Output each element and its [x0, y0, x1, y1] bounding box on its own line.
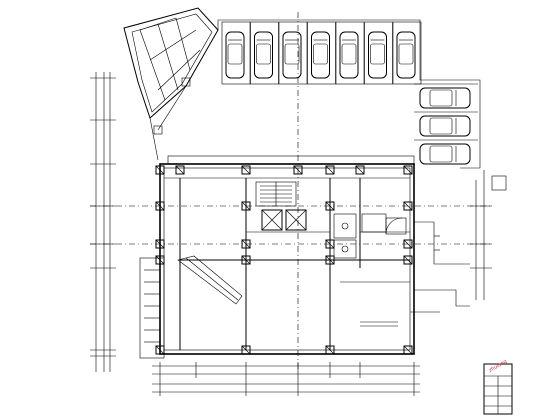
car-parking-space — [364, 21, 393, 85]
column-marker — [403, 239, 413, 249]
column-marker — [241, 255, 251, 265]
column-marker — [155, 255, 165, 265]
parking-area — [217, 19, 481, 169]
column-marker — [403, 201, 413, 211]
column-marker — [325, 255, 335, 265]
ramp — [177, 255, 243, 305]
column-marker — [325, 165, 335, 175]
column-marker — [355, 165, 365, 175]
car-parking-space — [414, 139, 478, 165]
car-parking-space — [414, 111, 478, 137]
entrance-canopy — [123, 7, 219, 161]
column-marker — [241, 239, 251, 249]
dimension-chain-left — [90, 72, 116, 372]
column-marker — [241, 345, 251, 355]
car-parking-space — [307, 21, 336, 85]
watermark-stamp: zhulong — [488, 359, 508, 374]
car-parking-space — [278, 21, 308, 85]
column-marker — [403, 345, 413, 355]
column-marker — [293, 165, 303, 175]
car-parking-space — [392, 21, 422, 85]
column-marker — [241, 201, 251, 211]
exterior-detail-right — [360, 221, 470, 327]
structural-columns — [155, 165, 413, 355]
stair-core — [255, 181, 297, 207]
car-parking-space — [335, 21, 365, 85]
column-marker — [155, 239, 165, 249]
dimension-chain-right — [470, 170, 507, 300]
column-marker — [325, 345, 335, 355]
car-parking-space — [221, 21, 251, 85]
column-marker — [403, 255, 413, 265]
column-marker — [155, 165, 165, 175]
elevator-core — [261, 209, 307, 231]
column-marker — [325, 239, 335, 249]
parking-row-right — [414, 83, 478, 165]
column-marker — [155, 345, 165, 355]
column-marker — [175, 165, 185, 175]
column-marker — [325, 201, 335, 211]
stamp-logo-text: zhulong — [488, 359, 508, 374]
column-marker — [241, 165, 251, 175]
car-parking-space — [414, 83, 478, 109]
car-parking-space — [250, 21, 279, 85]
column-marker — [403, 165, 413, 175]
parking-row-top — [221, 21, 422, 85]
title-block — [483, 363, 513, 415]
restrooms — [333, 213, 407, 259]
column-marker — [155, 201, 165, 211]
exterior-stair — [139, 257, 165, 359]
dimension-chain-bottom — [152, 362, 420, 396]
